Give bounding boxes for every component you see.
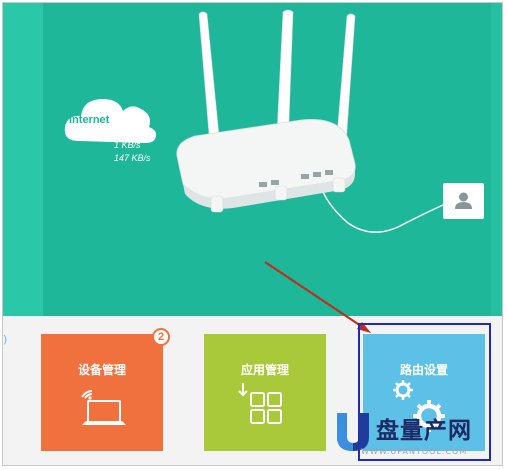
connected-device-icon[interactable] <box>443 183 484 219</box>
site-watermark: 盘量产网 WWW.UPANTOOL.COM <box>331 411 502 465</box>
upload-speed: 1 KB/s <box>114 140 141 150</box>
site-logo <box>337 413 369 451</box>
notification-badge: 2 <box>152 328 170 346</box>
left-band <box>3 3 43 316</box>
internet-label: Internet <box>69 114 110 126</box>
router-settings-label: 路由设置 <box>399 363 448 377</box>
router-icon[interactable] <box>171 6 361 218</box>
app-management-label: 应用管理 <box>240 363 289 377</box>
user-icon <box>455 192 472 209</box>
download-speed: 147 KB/s <box>114 153 151 163</box>
device-management-tile[interactable]: 设备管理 <box>41 334 163 451</box>
management-panel: ) 设备管理 2 应用管理 路由设置 <box>3 316 502 465</box>
right-edge <box>491 3 502 316</box>
partial-item: ) <box>3 333 8 346</box>
app-grid-icon <box>238 383 282 424</box>
router-admin-screen: Internet 1 KB/s 147 KB/s <box>2 2 503 466</box>
network-status-area: Internet 1 KB/s 147 KB/s <box>3 3 502 316</box>
watermark-url: WWW.UPANTOOL.COM <box>361 447 468 456</box>
internet-cloud-icon[interactable] <box>61 89 161 149</box>
watermark-title: 盘量产网 <box>376 418 472 444</box>
laptop-wifi-icon <box>81 390 126 425</box>
router-settings-tile[interactable]: 路由设置 <box>363 334 485 451</box>
app-management-tile[interactable]: 应用管理 <box>204 334 326 451</box>
gears-icon <box>393 380 445 432</box>
device-management-label: 设备管理 <box>77 363 126 377</box>
